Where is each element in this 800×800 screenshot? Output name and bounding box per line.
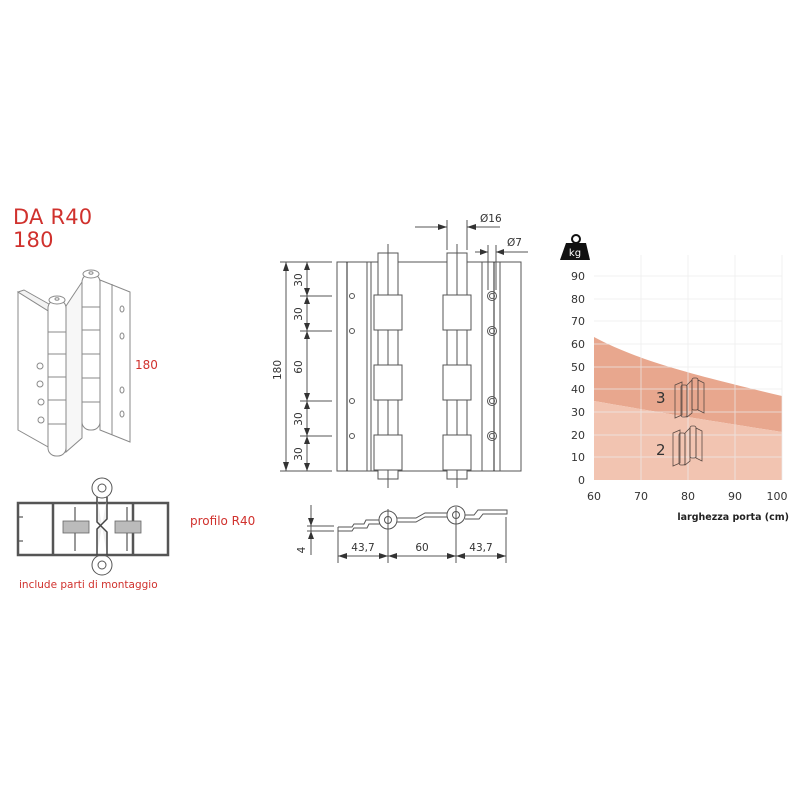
load-capacity-chart: kg 0 10 20 30 40 50 60 7 [560,234,789,523]
top-view-technical-drawing: 43,7 60 43,7 4 [296,505,508,563]
hole-diameter-dimension: Ø7 [507,237,522,249]
svg-text:100: 100 [767,490,788,503]
hinge-height-label: 180 [135,358,158,372]
svg-text:30: 30 [293,307,305,320]
svg-text:30: 30 [293,273,305,286]
svg-text:60: 60 [571,338,585,351]
x-axis-ticks: 60 70 80 90 100 [587,490,788,503]
svg-text:80: 80 [571,293,585,306]
svg-text:70: 70 [634,490,648,503]
svg-text:kg: kg [569,248,581,259]
front-view-technical-drawing: 180 30 30 60 30 30 Ø16 Ø7 [272,213,528,488]
chart-plot-area [594,255,783,480]
svg-text:10: 10 [571,451,585,464]
right-width-dimension: 43,7 [469,542,492,554]
profile-cross-section-drawing [16,477,170,576]
three-hinges-label: 3 [656,389,666,407]
svg-text:80: 80 [681,490,695,503]
svg-text:70: 70 [571,315,585,328]
includes-mounting-parts-note: include parti di montaggio [19,579,158,591]
svg-text:0: 0 [578,474,585,487]
svg-text:20: 20 [571,429,585,442]
svg-text:30: 30 [571,406,585,419]
product-size-title: 180 [13,228,54,252]
svg-text:40: 40 [571,383,585,396]
svg-text:60: 60 [293,360,305,373]
hinge-icon-two [672,425,703,467]
y-axis-ticks: 0 10 20 30 40 50 60 70 80 90 [571,270,585,487]
svg-text:30: 30 [293,447,305,460]
svg-text:90: 90 [728,490,742,503]
two-hinges-label: 2 [656,441,666,459]
svg-text:50: 50 [571,361,585,374]
svg-text:30: 30 [293,412,305,425]
svg-text:90: 90 [571,270,585,283]
product-model-title: DA R40 [13,205,93,229]
x-axis-label: larghezza porta (cm) [677,512,789,523]
hinge-isometric-illustration [16,269,131,457]
pin-diameter-dimension: Ø16 [480,213,502,225]
thickness-dimension: 4 [296,546,308,553]
svg-text:60: 60 [587,490,601,503]
total-height-dimension: 180 [272,360,284,380]
center-width-dimension: 60 [415,542,428,554]
kg-weight-icon: kg [560,234,590,260]
profile-label: profilo R40 [190,514,256,528]
hinge-icon-three [674,377,705,419]
left-width-dimension: 43,7 [351,542,374,554]
